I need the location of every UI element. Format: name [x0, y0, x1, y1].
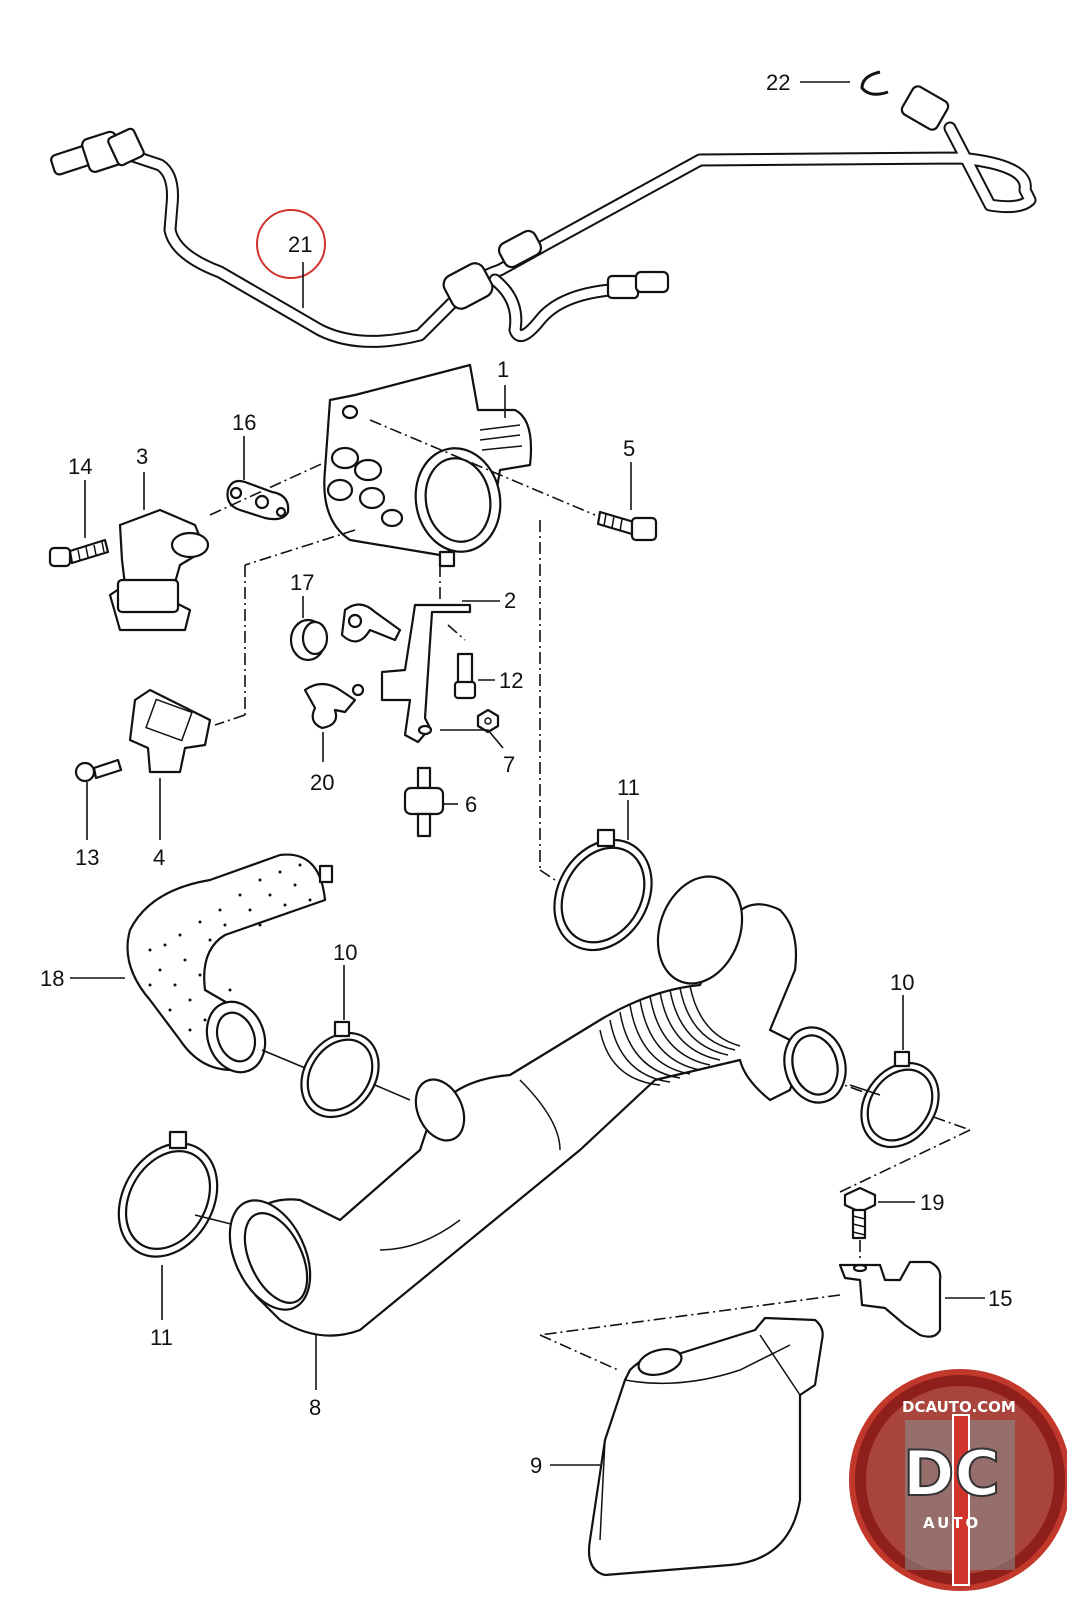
callout-2: 2: [504, 588, 516, 613]
callout-6: 6: [465, 792, 477, 817]
callout-11a: 11: [617, 775, 640, 800]
callout-3: 3: [136, 444, 148, 469]
part-3-idle-valve[interactable]: [108, 472, 210, 632]
part-9-filter-housing[interactable]: [550, 1316, 824, 1577]
part-7-nut[interactable]: [440, 708, 504, 749]
callout-14: 14: [68, 454, 92, 479]
callout-1: 1: [497, 357, 509, 382]
dc-auto-logo: DCAUTO.COM DC AUTO: [849, 1369, 1067, 1591]
part-1-throttle-body[interactable]: [323, 363, 533, 568]
part-10-clamp-left[interactable]: [286, 965, 395, 1132]
part-20-clip[interactable]: [303, 682, 365, 762]
part-21-vent-line[interactable]: [50, 84, 1037, 348]
callout-5: 5: [623, 436, 635, 461]
callout-7: 7: [503, 752, 515, 777]
highlight-circle: [256, 209, 326, 279]
part-2-bracket[interactable]: [380, 600, 500, 744]
part-13-bolt[interactable]: [74, 758, 123, 840]
callout-16: 16: [232, 410, 256, 435]
part-12-bolt[interactable]: [453, 652, 495, 700]
callout-12: 12: [499, 668, 523, 693]
callout-8: 8: [309, 1395, 321, 1420]
part-15-bracket[interactable]: [838, 1260, 985, 1338]
part-11-clamp-upper[interactable]: [535, 800, 671, 968]
callout-22: 22: [766, 70, 790, 95]
part-16-gasket[interactable]: [226, 436, 290, 521]
callout-19: 19: [920, 1190, 944, 1215]
part-22-clip[interactable]: [800, 70, 889, 96]
part-8-intake-duct[interactable]: [214, 865, 854, 1390]
callout-9: 9: [530, 1453, 542, 1478]
logo-main-text: DC: [903, 1437, 1000, 1510]
part-4-sensor[interactable]: [128, 688, 212, 840]
logo-sub-text: AUTO: [923, 1514, 981, 1532]
callout-20: 20: [310, 770, 334, 795]
part-5-bolt[interactable]: [596, 462, 658, 542]
callout-10b: 10: [890, 970, 914, 995]
callout-11b: 11: [150, 1325, 173, 1350]
logo-top-text: DCAUTO.COM: [902, 1398, 1016, 1416]
part-19-bolt[interactable]: [843, 1186, 915, 1240]
callout-21: 21: [288, 232, 312, 257]
part-11-clamp-lower[interactable]: [99, 1126, 237, 1320]
callout-13: 13: [75, 845, 99, 870]
callout-15: 15: [988, 1286, 1012, 1311]
part-6-damper[interactable]: [403, 766, 458, 838]
callout-4: 4: [153, 845, 165, 870]
part-18-hose[interactable]: [70, 853, 334, 1081]
part-14-bolt[interactable]: [48, 480, 110, 568]
part-10-clamp-right[interactable]: [846, 995, 955, 1162]
callout-17: 17: [290, 570, 314, 595]
callout-18: 18: [40, 966, 64, 991]
callout-10a: 10: [333, 940, 357, 965]
part-17-grommet[interactable]: [289, 596, 402, 662]
